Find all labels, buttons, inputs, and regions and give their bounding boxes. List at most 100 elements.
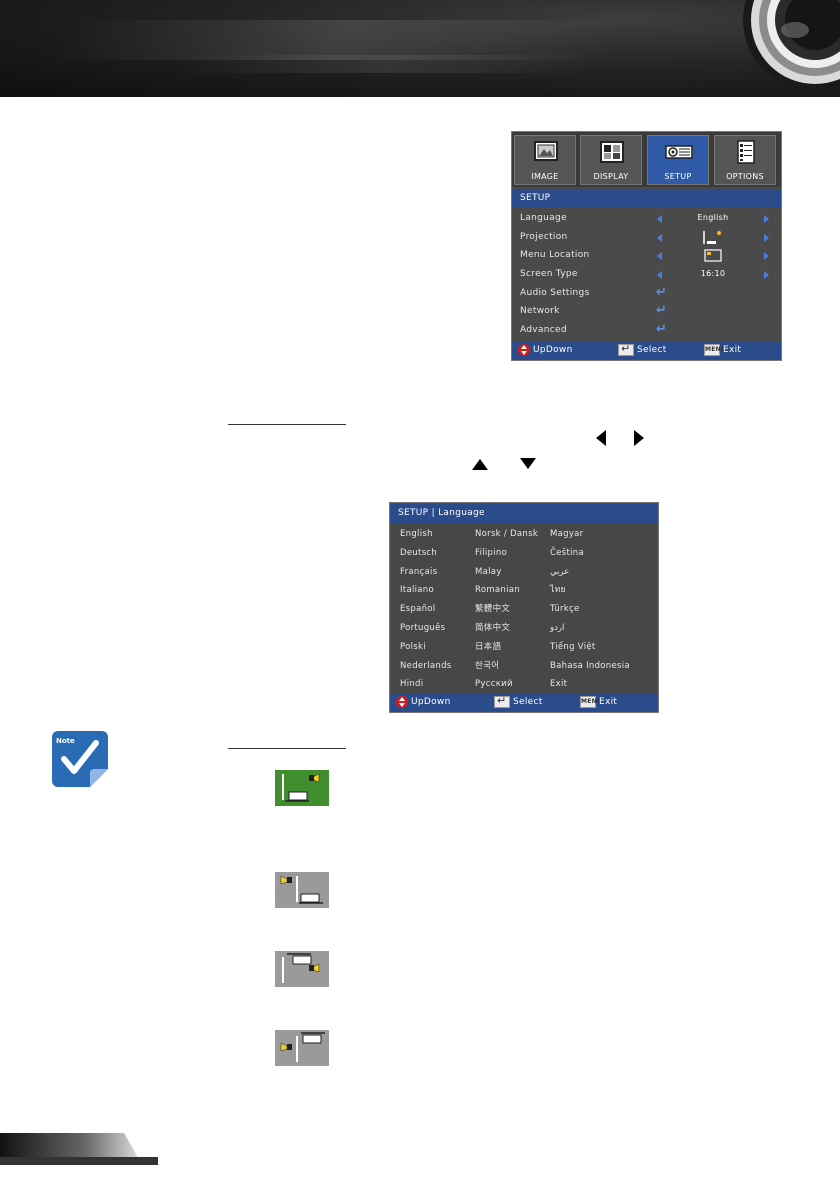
footer-label: Select <box>513 697 543 707</box>
footer-label: Exit <box>723 345 742 355</box>
updown-icon <box>518 344 530 356</box>
projector-lens-graphic <box>743 0 840 92</box>
row-projection[interactable]: Projection <box>512 228 781 247</box>
language-option[interactable]: Polski <box>400 641 426 652</box>
row-label: Advanced <box>520 325 567 336</box>
osd-title: SETUP | Language <box>390 503 658 523</box>
osd-footer: UpDown Select MENU Exit <box>512 341 781 360</box>
row-audio-settings[interactable]: Audio Settings ↵ <box>512 284 781 303</box>
row-label: Network <box>520 306 560 317</box>
language-option[interactable]: Deutsch <box>400 547 438 558</box>
row-label: Projection <box>520 231 568 242</box>
language-option[interactable]: English <box>400 529 433 539</box>
footer-exit: MENU Exit <box>704 344 741 356</box>
setup-osd-menu: IMAGE DISPLAY <box>511 131 782 361</box>
language-option[interactable]: Čeština <box>550 547 584 558</box>
row-label: Menu Location <box>520 250 590 261</box>
arrow-right-icon[interactable] <box>764 233 769 242</box>
arrow-right-icon[interactable] <box>764 215 769 223</box>
arrow-right-icon[interactable] <box>764 271 769 280</box>
options-icon <box>737 140 755 164</box>
language-option[interactable]: Português <box>400 622 446 633</box>
page-header-band <box>0 0 840 97</box>
projection-front-desktop-icon <box>703 230 721 244</box>
page-footer-bar <box>0 1157 158 1165</box>
language-option[interactable]: 日本語 <box>475 641 502 652</box>
menu-location-icon <box>704 249 722 262</box>
osd-footer: UpDown Select MENU Exit <box>390 693 658 712</box>
footer-select: Select <box>494 694 543 708</box>
section-rule <box>228 748 346 749</box>
section-rule <box>228 424 346 425</box>
language-osd-menu: SETUP | Language English Deutsch Françai… <box>389 502 659 713</box>
arrow-left-icon[interactable] <box>657 271 662 280</box>
tab-options[interactable]: OPTIONS <box>714 135 776 185</box>
menu-key-icon: MENU <box>704 344 726 356</box>
footer-label: UpDown <box>533 345 573 355</box>
rear-desktop-icon <box>275 872 329 908</box>
tab-label: DISPLAY <box>593 172 629 181</box>
language-option[interactable]: عربي <box>550 566 570 577</box>
row-advanced[interactable]: Advanced ↵ <box>512 321 781 340</box>
language-option[interactable]: ไทย <box>550 585 566 596</box>
updown-icon <box>396 696 408 708</box>
up-arrow-icon <box>472 459 488 470</box>
language-option[interactable]: 한국어 <box>475 660 500 671</box>
image-icon <box>534 141 558 161</box>
projector-icon <box>665 145 693 159</box>
tab-image[interactable]: IMAGE <box>514 135 576 185</box>
language-option[interactable]: Norsk / Dansk <box>475 529 539 539</box>
row-menu-location[interactable]: Menu Location <box>512 246 781 265</box>
header-light-streak <box>174 55 606 73</box>
language-option[interactable]: Exit <box>550 679 568 690</box>
language-option[interactable]: اردو <box>550 622 565 633</box>
enter-key-icon <box>618 342 634 356</box>
language-option[interactable]: Español <box>400 604 436 615</box>
enter-icon[interactable]: ↵ <box>656 303 668 319</box>
arrow-left-icon[interactable] <box>657 233 662 242</box>
footer-updown: UpDown <box>518 344 573 356</box>
row-language[interactable]: Language English <box>512 209 781 228</box>
arrow-left-icon[interactable] <box>657 252 662 261</box>
arrow-left-icon[interactable] <box>657 215 662 223</box>
header-light-streak <box>48 20 632 60</box>
language-option[interactable]: Italiano <box>400 585 434 596</box>
footer-label: Exit <box>599 697 618 707</box>
language-option[interactable]: Malay <box>475 566 502 577</box>
front-desktop-icon <box>275 770 329 806</box>
row-screen-type[interactable]: Screen Type 16:10 <box>512 265 781 284</box>
row-value: 16:10 <box>700 269 726 279</box>
language-option[interactable]: Hindi <box>400 679 424 690</box>
tab-setup[interactable]: SETUP <box>647 135 709 185</box>
language-option[interactable]: Tiếng Việt <box>550 641 596 652</box>
language-column: Magyar Čeština عربي ไทย Türkçe اردو Tiến… <box>550 525 630 694</box>
language-column: Norsk / Dansk Filipino Malay Romanian 繁體… <box>475 525 538 694</box>
down-arrow-icon <box>520 458 536 469</box>
tab-label: SETUP <box>664 172 692 181</box>
note-icon: Note <box>52 731 108 787</box>
language-option[interactable]: Türkçe <box>550 604 580 615</box>
language-option[interactable]: Magyar <box>550 529 584 539</box>
language-option[interactable]: Nederlands <box>400 660 452 671</box>
language-option[interactable]: Русский <box>475 679 513 690</box>
row-label: Language <box>520 213 567 223</box>
enter-icon[interactable]: ↵ <box>656 322 668 338</box>
arrow-right-icon[interactable] <box>764 252 769 261</box>
tab-label: OPTIONS <box>726 172 764 181</box>
language-option[interactable]: 繁體中文 <box>475 604 511 615</box>
language-option[interactable]: 简体中文 <box>475 622 511 633</box>
front-ceiling-icon <box>275 951 329 987</box>
language-option[interactable]: Français <box>400 566 438 577</box>
language-option[interactable]: Bahasa Indonesia <box>550 660 630 671</box>
tab-display[interactable]: DISPLAY <box>580 135 642 185</box>
display-icon <box>600 141 624 163</box>
language-option[interactable]: Filipino <box>475 547 508 558</box>
row-label: Audio Settings <box>520 287 590 298</box>
right-arrow-icon <box>634 430 644 446</box>
rear-ceiling-icon <box>275 1030 329 1066</box>
enter-icon[interactable]: ↵ <box>656 284 668 300</box>
row-network[interactable]: Network ↵ <box>512 302 781 321</box>
row-value: English <box>697 213 729 222</box>
footer-select: Select <box>618 342 667 356</box>
language-option[interactable]: Romanian <box>475 585 520 596</box>
